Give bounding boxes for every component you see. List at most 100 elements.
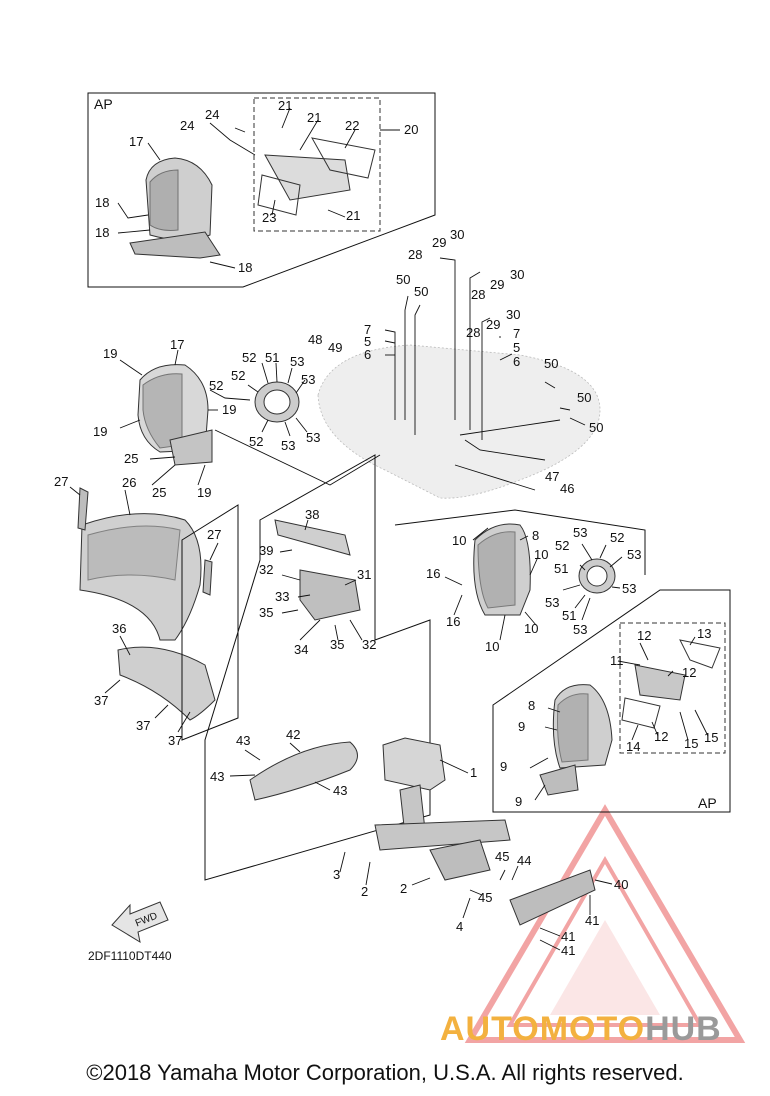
callout-12b: 12 — [682, 665, 696, 680]
callout-39: 39 — [259, 543, 273, 558]
watermark-logo — [464, 804, 746, 1043]
callout-1: 1 — [470, 765, 477, 780]
callout-42: 42 — [286, 727, 300, 742]
inset-right-frame — [492, 589, 731, 813]
callout-10c: 10 — [524, 621, 538, 636]
callout-53i: 53 — [573, 622, 587, 637]
watermark-wordmark: AUTOMOTOHUB — [440, 1010, 770, 1049]
callout-7b: 7 — [513, 326, 520, 341]
callout-19d: 19 — [197, 485, 211, 500]
callout-51a: 51 — [265, 350, 279, 365]
callout-13: 13 — [697, 626, 711, 641]
callout-21c: 21 — [346, 208, 360, 223]
callout-53b: 53 — [301, 372, 315, 387]
callout-9a: 9 — [518, 719, 525, 734]
callout-7a: 7 — [364, 322, 371, 337]
callout-21a: 21 — [278, 98, 292, 113]
callout-9b: 9 — [500, 759, 507, 774]
callout-10a: 10 — [452, 533, 466, 548]
left-side-cover — [137, 364, 300, 466]
callout-30b: 30 — [510, 267, 524, 282]
callout-8b: 8 — [528, 698, 535, 713]
fastener-leaders — [384, 257, 586, 491]
callout-53f: 53 — [627, 547, 641, 562]
callout-28a: 28 — [408, 247, 422, 262]
callout-30c: 30 — [506, 307, 520, 322]
callout-43a: 43 — [236, 733, 250, 748]
backrest-leaders — [69, 486, 219, 733]
callout-41a: 41 — [585, 913, 599, 928]
callout-48: 48 — [308, 332, 322, 347]
callout-43b: 43 — [210, 769, 224, 784]
callout-35b: 35 — [330, 637, 344, 652]
copyright-footer: ©2018 Yamaha Motor Corporation, U.S.A. A… — [86, 1060, 684, 1085]
callout-19a: 19 — [103, 346, 117, 361]
callout-53e: 53 — [573, 525, 587, 540]
backrest-assembly — [77, 487, 239, 741]
callout-52d: 52 — [249, 434, 263, 449]
callout-25a: 25 — [124, 451, 138, 466]
callout-52e: 52 — [610, 530, 624, 545]
lower-leaders — [229, 742, 613, 951]
callout-18b: 18 — [95, 225, 109, 240]
callout-17b: 17 — [170, 337, 184, 352]
callout-50b: 50 — [414, 284, 428, 299]
callout-10b: 10 — [534, 547, 548, 562]
rear-frame-assembly — [249, 737, 596, 926]
callout-15a: 15 — [684, 736, 698, 751]
callout-6a: 6 — [364, 347, 371, 362]
callout-23: 23 — [262, 210, 276, 225]
callout-20: 20 — [404, 122, 418, 137]
callout-24b: 24 — [205, 107, 219, 122]
callout-5b: 5 — [513, 340, 520, 355]
callout-28b: 28 — [471, 287, 485, 302]
callout-50d: 50 — [577, 390, 591, 405]
callout-35a: 35 — [259, 605, 273, 620]
callout-18c: 18 — [238, 260, 252, 275]
bracket-group-parts — [274, 519, 361, 621]
callout-53a: 53 — [290, 354, 304, 369]
right-cover-bracket-frame — [394, 509, 646, 575]
callout-34: 34 — [294, 642, 308, 657]
callout-27a: 27 — [54, 474, 68, 489]
inset-top-label: AP — [94, 96, 113, 112]
callout-44: 44 — [517, 853, 531, 868]
callout-4: 4 — [456, 919, 463, 934]
callout-27b: 27 — [207, 527, 221, 542]
drawing-code: 2DF1110DT440 — [88, 949, 172, 963]
inset-top-frame — [87, 92, 436, 288]
callout-51c: 51 — [562, 608, 576, 623]
callout-51b: 51 — [554, 561, 568, 576]
callout-25b: 25 — [152, 485, 166, 500]
callout-15b: 15 — [704, 730, 718, 745]
callout-45a: 45 — [478, 890, 492, 905]
callout-53h: 53 — [622, 581, 636, 596]
callout-9c: 9 — [515, 794, 522, 809]
callout-50a: 50 — [396, 272, 410, 287]
callout-19c: 19 — [222, 402, 236, 417]
callout-41b: 41 — [561, 929, 575, 944]
callout-36: 36 — [112, 621, 126, 636]
callout-29b: 29 — [490, 277, 504, 292]
inset-top-leaders — [117, 107, 400, 269]
callout-10d: 10 — [485, 639, 499, 654]
callout-37a: 37 — [94, 693, 108, 708]
callout-16a: 16 — [426, 566, 440, 581]
callout-45b: 45 — [495, 849, 509, 864]
callout-6b: 6 — [513, 354, 520, 369]
bracket-group-frame — [204, 454, 431, 881]
callout-41c: 41 — [561, 943, 575, 958]
callout-29a: 29 — [432, 235, 446, 250]
fwd-arrow-icon: FWD — [111, 901, 169, 944]
callout-5a: 5 — [364, 334, 371, 349]
callout-30a: 30 — [450, 227, 464, 242]
watermark-part2: HUB — [645, 1010, 722, 1048]
callout-53c: 53 — [281, 438, 295, 453]
callout-29c: 29 — [486, 317, 500, 332]
inset-right-dashed-group — [619, 622, 726, 754]
inset-top-cover — [129, 137, 376, 259]
inset-right-parts — [539, 639, 721, 796]
callout-18a: 18 — [95, 195, 109, 210]
callout-49: 49 — [328, 340, 342, 355]
